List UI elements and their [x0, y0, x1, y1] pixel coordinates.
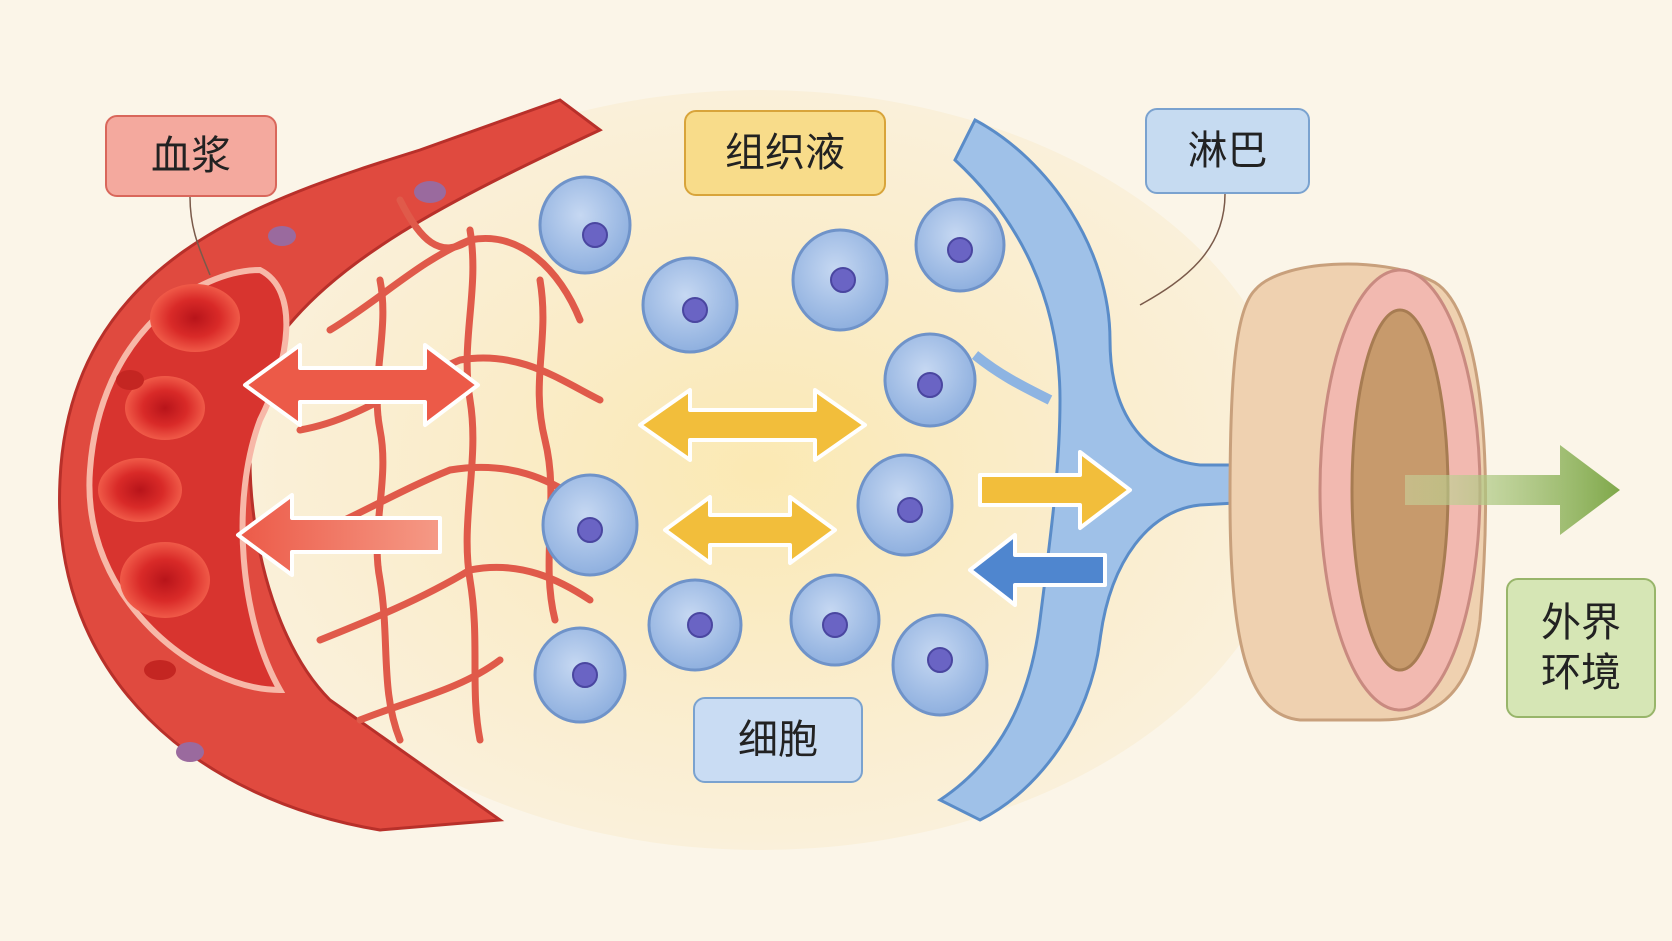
- tissue-fluid-label: 组织液: [684, 110, 886, 196]
- plasma-label: 血浆: [105, 115, 277, 197]
- external-environment-line1: 外界: [1541, 600, 1621, 646]
- external-environment-line2: 环境: [1541, 650, 1621, 696]
- lymph-label: 淋巴: [1145, 108, 1310, 194]
- endothelial-nucleus: [176, 742, 204, 762]
- red-blood-cell: [98, 458, 182, 522]
- cell: [538, 175, 632, 275]
- tissue-to-lymph-arrow: [978, 450, 1132, 530]
- lymph-to-plasma-arrow: [968, 533, 1107, 607]
- endothelial-nucleus: [414, 181, 446, 203]
- cell-label: 细胞: [693, 697, 863, 783]
- tissue-to-plasma-arrow: [236, 493, 442, 577]
- tissue-cell-double-arrow-upper: [638, 388, 867, 462]
- blood-vessel: [58, 98, 603, 832]
- plasma-leader-line: [189, 196, 211, 276]
- lymph-vessel: [937, 117, 1292, 822]
- red-blood-cell: [125, 376, 205, 440]
- intestinal-wall: [1228, 262, 1488, 722]
- lymph-leader-line: [1139, 193, 1226, 306]
- red-blood-cell: [120, 542, 210, 618]
- leader-lines: [189, 193, 1226, 306]
- to-external-environment-arrow: [1405, 445, 1620, 535]
- tissue-fluid-region: [220, 90, 1300, 850]
- arrows: [236, 343, 1620, 607]
- plasma-tissue-double-arrow: [243, 343, 480, 427]
- red-blood-cell: [150, 284, 240, 352]
- external-environment-label: 外界 环境: [1506, 578, 1656, 718]
- tissue-cell-double-arrow-lower: [663, 495, 837, 565]
- endothelial-nucleus: [268, 226, 296, 246]
- cell-nuclei: [572, 222, 973, 688]
